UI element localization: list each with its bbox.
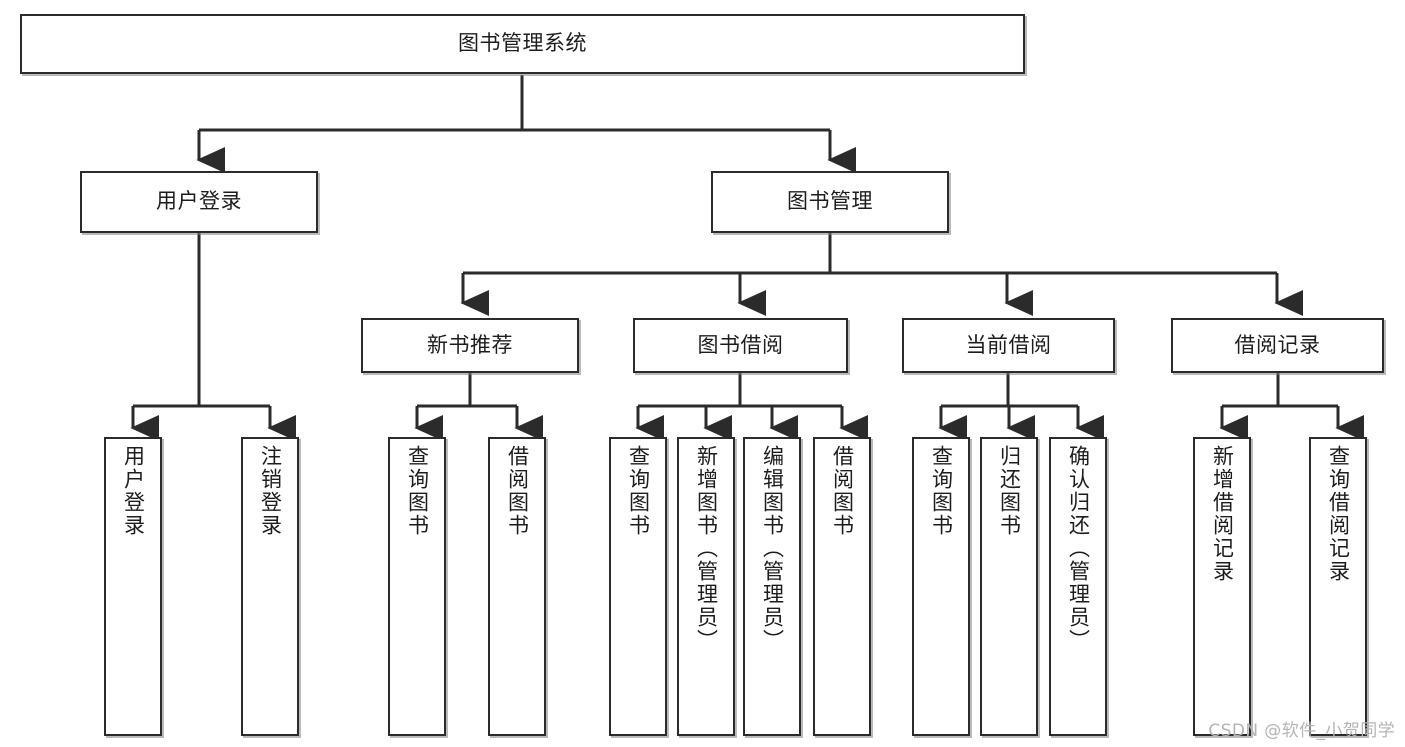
node-root[interactable]: 图书管理系统: [20, 14, 1025, 74]
node-leaf-query-book-1-label: 查询图书: [405, 445, 430, 537]
node-book-management-label: 图书管理: [787, 189, 873, 214]
node-leaf-logout-login-label: 注销登录: [258, 445, 283, 537]
node-leaf-return-book[interactable]: 归还图书: [980, 437, 1038, 736]
node-borrow-record-label: 借阅记录: [1234, 332, 1321, 357]
node-leaf-query-record-label: 查询借阅记录: [1326, 445, 1351, 583]
node-leaf-user-login[interactable]: 用户登录: [104, 437, 162, 736]
csdn-watermark: CSDN @软件_小贺同学: [1208, 721, 1395, 741]
node-user-login-label: 用户登录: [156, 189, 242, 214]
node-new-book-recommend[interactable]: 新书推荐: [361, 318, 579, 373]
node-leaf-borrow-book-1[interactable]: 借阅图书: [488, 437, 546, 736]
node-leaf-add-record[interactable]: 新增借阅记录: [1193, 437, 1251, 736]
node-leaf-borrow-book-2-label: 借阅图书: [830, 445, 855, 537]
node-leaf-query-book-2-label: 查询图书: [626, 445, 651, 537]
node-leaf-query-book-1[interactable]: 查询图书: [388, 437, 446, 736]
node-new-book-recommend-label: 新书推荐: [427, 332, 513, 357]
node-current-borrow[interactable]: 当前借阅: [902, 318, 1115, 373]
node-leaf-borrow-book-2[interactable]: 借阅图书: [813, 437, 871, 736]
node-root-label: 图书管理系统: [458, 31, 587, 56]
node-leaf-confirm-return-label: 确认归还（管理员）: [1066, 445, 1091, 652]
node-leaf-query-book-2[interactable]: 查询图书: [609, 437, 667, 736]
node-leaf-return-book-label: 归还图书: [997, 445, 1022, 537]
node-leaf-confirm-return[interactable]: 确认归还（管理员）: [1049, 437, 1107, 736]
node-current-borrow-label: 当前借阅: [965, 332, 1052, 357]
node-leaf-add-record-label: 新增借阅记录: [1210, 445, 1235, 583]
node-leaf-borrow-book-1-label: 借阅图书: [505, 445, 530, 537]
node-leaf-edit-book-label: 编辑图书（管理员）: [760, 445, 785, 652]
node-leaf-query-book-3-label: 查询图书: [929, 445, 954, 537]
node-book-borrow-label: 图书借阅: [697, 332, 784, 357]
node-leaf-user-login-label: 用户登录: [121, 445, 146, 537]
node-leaf-query-record[interactable]: 查询借阅记录: [1309, 437, 1367, 736]
node-user-login[interactable]: 用户登录: [80, 171, 318, 233]
node-leaf-query-book-3[interactable]: 查询图书: [912, 437, 970, 736]
node-book-borrow[interactable]: 图书借阅: [633, 318, 848, 373]
node-leaf-logout-login[interactable]: 注销登录: [241, 437, 299, 736]
node-leaf-add-book[interactable]: 新增图书（管理员）: [677, 437, 735, 736]
node-leaf-edit-book[interactable]: 编辑图书（管理员）: [743, 437, 801, 736]
node-book-management[interactable]: 图书管理: [711, 171, 949, 233]
node-leaf-add-book-label: 新增图书（管理员）: [694, 445, 719, 652]
node-borrow-record[interactable]: 借阅记录: [1171, 318, 1384, 373]
